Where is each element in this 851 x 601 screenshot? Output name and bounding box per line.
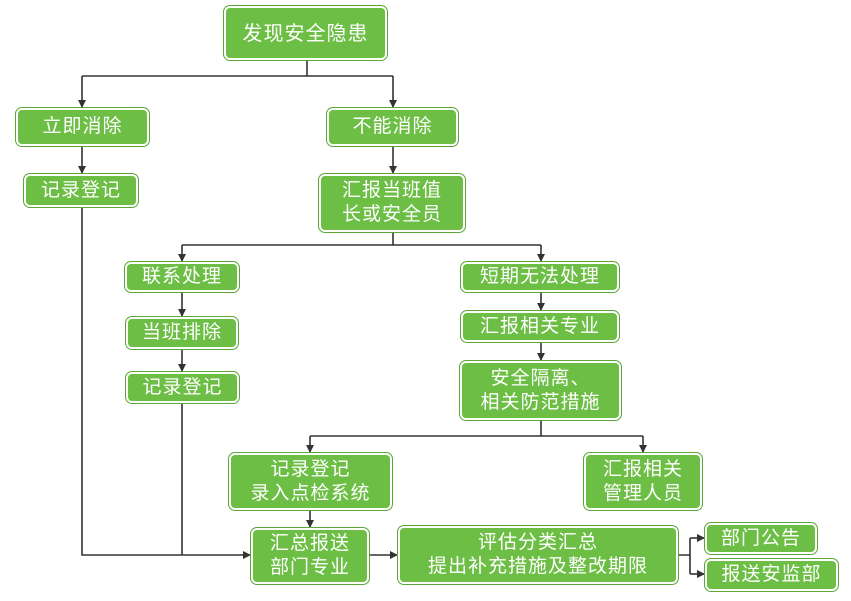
node-report-supervision: 报送安监部 (705, 559, 838, 591)
node-report-managers: 汇报相关 管理人员 (584, 453, 702, 510)
node-summary-dept-line1: 汇总报送 (269, 532, 350, 555)
node-eliminate-now: 立即消除 (16, 108, 149, 146)
node-record-system-line1: 记录登记 (270, 457, 351, 480)
node-summary-dept-line2: 部门专业 (269, 556, 350, 578)
node-short-term: 短期无法处理 (461, 262, 619, 292)
node-record-left: 记录登记 (24, 174, 138, 207)
node-cannot-eliminate: 不能消除 (327, 108, 458, 146)
node-short-term-label: 短期无法处理 (479, 265, 600, 288)
edge-record-left-to-summary (81, 207, 251, 559)
node-record-left-label: 记录登记 (40, 178, 121, 201)
node-record-mid-label: 记录登记 (142, 375, 223, 398)
edge-report-split (182, 232, 541, 246)
node-report-managers-line2: 管理人员 (602, 481, 683, 504)
node-record-system-line2: 录入点检系统 (250, 481, 371, 504)
edge-isolate-split (310, 420, 643, 437)
node-isolate-line1: 安全隔离、 (490, 366, 591, 389)
node-discover-label: 发现安全隐患 (242, 20, 369, 45)
node-isolate: 安全隔离、 相关防范措施 (460, 361, 621, 420)
node-report-duty: 汇报当班值 长或安全员 (319, 174, 465, 232)
node-evaluate-line2: 提出补充措施及整改期限 (427, 555, 648, 577)
node-report-duty-line2: 长或安全员 (341, 203, 442, 225)
node-isolate-line2: 相关防范措施 (480, 390, 601, 413)
node-report-specialty-label: 汇报相关专业 (479, 314, 600, 337)
node-discover: 发现安全隐患 (224, 6, 387, 60)
node-record-mid: 记录登记 (126, 372, 239, 403)
node-contact-handle-label: 联系处理 (141, 265, 222, 288)
node-record-system: 记录登记 录入点检系统 (229, 453, 392, 510)
edge-evaluate-split (678, 538, 691, 574)
edge-discover-split (82, 60, 393, 77)
node-report-managers-line1: 汇报相关 (602, 457, 683, 480)
node-dept-notice-label: 部门公告 (720, 526, 801, 549)
node-summary-dept: 汇总报送 部门专业 (251, 528, 369, 584)
node-shift-eliminate-label: 当班排除 (141, 321, 222, 344)
node-report-duty-line1: 汇报当班值 (341, 179, 442, 202)
node-dept-notice: 部门公告 (705, 523, 817, 554)
node-cannot-eliminate-label: 不能消除 (352, 115, 433, 138)
node-evaluate: 评估分类汇总 提出补充措施及整改期限 (398, 526, 678, 584)
node-report-supervision-label: 报送安监部 (721, 563, 822, 586)
node-eliminate-now-label: 立即消除 (42, 115, 123, 138)
node-shift-eliminate: 当班排除 (126, 317, 238, 349)
node-contact-handle: 联系处理 (125, 262, 239, 292)
node-report-specialty: 汇报相关专业 (461, 311, 619, 342)
node-evaluate-line1: 评估分类汇总 (477, 531, 598, 554)
